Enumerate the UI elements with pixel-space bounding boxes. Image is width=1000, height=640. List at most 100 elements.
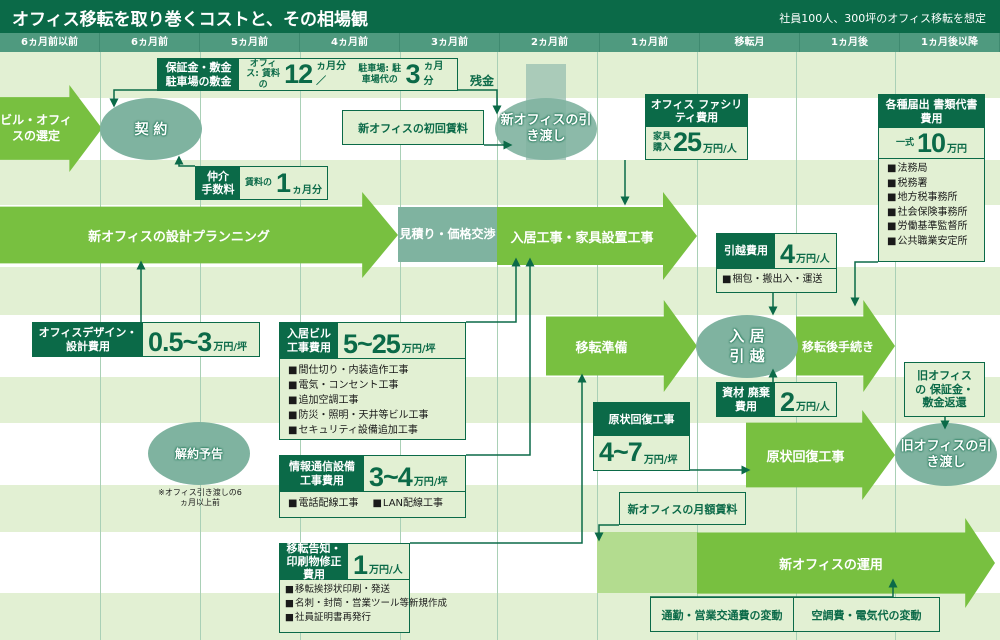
brokerage-value: 1: [275, 167, 291, 198]
it-work-label: 情報通信設備 工事費用: [280, 456, 364, 491]
filing-label: 各種届出 書類代書費用: [879, 95, 984, 128]
variation-box: 通勤・営業交通費の変動 空調費・電気代の変動: [650, 597, 940, 632]
moving-list: 梱包・搬出入・運送: [717, 268, 836, 290]
brokerage-unit: ヵ月分: [292, 185, 323, 196]
design-unit: 万円/坪: [213, 342, 247, 353]
parking-deposit-unit: ヵ月分: [423, 61, 444, 87]
design-value: 0.5~3: [148, 327, 212, 357]
design-label: オフィスデザイン・ 設計費用: [33, 323, 143, 356]
list-item: 追加空調工事: [288, 393, 457, 408]
brokerage-label: 仲介 手数料: [196, 167, 240, 199]
band: [0, 485, 1000, 532]
brokerage-box: 仲介 手数料 賃料の 1 ヵ月分: [195, 166, 328, 200]
timeline-header: 6ヵ月前以前 6ヵ月前 5ヵ月前 4ヵ月前 3ヵ月前 2ヵ月前 1ヵ月前 移転月…: [0, 33, 1000, 52]
disposal-value: 2: [780, 387, 795, 417]
list-item: 間仕切り・内装造作工事: [288, 363, 457, 378]
new-office-handover-ellipse: 新オフィスの引き渡し: [495, 98, 597, 160]
list-item: 移転挨拶状印刷・発送: [285, 583, 404, 597]
contract-ellipse: 契 約: [100, 98, 202, 160]
filing-box: 各種届出 書類代書費用 一式 10 万円 法務局 税務署 地方税事務所 社会保険…: [878, 94, 985, 262]
list-item: 法務局: [887, 162, 976, 177]
notice-print-value: 1: [353, 550, 368, 580]
col-0: 6ヵ月前以前: [0, 33, 100, 52]
estimate-block: 見積り・価格交渉: [398, 207, 497, 262]
col-6: 1ヵ月前: [600, 33, 700, 52]
first-rent-box: 新オフィスの初回賃料: [342, 110, 484, 145]
building-work-value: 5~25: [343, 329, 401, 359]
operation-start-block: [597, 532, 697, 593]
office-deposit-value: 12: [284, 59, 313, 89]
restore-unit: 万円/坪: [643, 455, 678, 466]
facility-label: オフィス ファシリティ費用: [646, 95, 747, 127]
parking-deposit-value: 3: [405, 59, 421, 89]
it-work-list: 電話配線工事 LAN配線工事: [280, 491, 465, 515]
list-item: 税務署: [887, 177, 976, 192]
header: オフィス移転を取り巻くコストと、その相場観 社員100人、300坪のオフィス移転…: [0, 0, 1000, 33]
list-item: 社員証明書再発行: [285, 611, 404, 625]
it-work-value: 3~4: [369, 462, 413, 492]
brokerage-prefix: 賃料の: [244, 177, 272, 188]
facility-value: 25: [673, 127, 702, 157]
grid-line: [497, 52, 498, 640]
balance-label: 残金: [470, 74, 495, 88]
col-8: 1ヵ月後: [800, 33, 900, 52]
list-item: LAN配線工事: [372, 496, 443, 511]
facility-unit: 万円/人: [703, 144, 737, 155]
deposit-label: 保証金・敷金 駐車場の敷金: [158, 59, 240, 90]
filing-list: 法務局 税務署 地方税事務所 社会保険事務所 労働基準監督所 公共職業安定所: [879, 158, 984, 253]
it-work-unit: 万円/坪: [413, 477, 448, 488]
subtitle: 社員100人、300坪のオフィス移転を想定: [779, 12, 986, 25]
building-work-unit: 万円/坪: [401, 344, 436, 355]
col-4: 3ヵ月前: [400, 33, 500, 52]
cancel-note: ※オフィス引き渡しの6ヵ月以上前: [158, 488, 242, 508]
deposit-return-box: 旧オフィスの 保証金・ 敷金返還: [904, 362, 985, 417]
list-item: 地方税事務所: [887, 191, 976, 206]
list-item: 電気・コンセント工事: [288, 378, 457, 393]
col-5: 2ヵ月前: [500, 33, 600, 52]
it-work-box: 情報通信設備 工事費用 3~4万円/坪 電話配線工事 LAN配線工事: [279, 455, 466, 518]
facility-box: オフィス ファシリティ費用 家具 購入 25 万円/人: [645, 94, 748, 160]
building-work-label: 入居ビル 工事費用: [280, 323, 338, 358]
moving-label: 引越費用: [717, 234, 775, 268]
page-title: オフィス移転を取り巻くコストと、その相場観: [12, 10, 368, 30]
office-deposit-label: オフィス: 賃料の: [246, 58, 280, 90]
utility-variation: 空調費・電気代の変動: [811, 608, 922, 622]
notice-print-label: 移転告知・ 印刷物修正費用: [280, 542, 348, 581]
col-1: 6ヵ月前: [100, 33, 200, 52]
operation-arrow: 新オフィスの運用: [697, 518, 995, 608]
filing-value: 10: [916, 127, 946, 158]
monthly-rent-box: 新オフィスの月額賃料: [619, 492, 746, 525]
list-item: 名刺・封筒・営業ツール等新規作成: [285, 597, 447, 611]
disposal-unit: 万円/人: [796, 402, 830, 413]
list-item: 梱包・搬出入・運送: [722, 272, 831, 287]
old-office-handover-ellipse: 旧オフィスの引き渡し: [895, 423, 997, 486]
restore-value: 4~7: [599, 437, 643, 467]
notice-print-list: 移転挨拶状印刷・発送 名刺・封筒・営業ツール等新規作成 社員証明書再発行: [280, 579, 447, 628]
col-3: 4ヵ月前: [300, 33, 400, 52]
moving-unit: 万円/人: [796, 254, 830, 265]
band: [0, 160, 1000, 205]
disposal-label: 資材 廃棄費用: [717, 383, 775, 416]
col-2: 5ヵ月前: [200, 33, 300, 52]
col-7: 移転月: [700, 33, 800, 52]
moving-value: 4: [780, 239, 795, 269]
list-item: 防災・照明・天井等ビル工事: [288, 408, 457, 423]
move-in-ellipse: 入 居 引 越: [696, 315, 798, 378]
facility-prefix: 家具 購入: [652, 132, 671, 153]
grid-line: [895, 52, 896, 640]
list-item: セキュリティ設備追加工事: [288, 423, 457, 438]
list-item: 社会保険事務所: [887, 206, 976, 221]
list-item: 公共職業安定所: [887, 235, 976, 250]
cancel-notice-ellipse: 解約予告: [148, 422, 250, 485]
restore-arrow: 原状回復工事: [746, 410, 895, 500]
filing-prefix: 一式: [895, 137, 914, 148]
moving-box: 引越費用 4万円/人 梱包・搬出入・運送: [716, 233, 837, 293]
office-deposit-unit: ヵ月分／: [316, 61, 347, 87]
commute-variation: 通勤・営業交通費の変動: [651, 598, 794, 631]
filing-unit: 万円: [947, 144, 968, 155]
